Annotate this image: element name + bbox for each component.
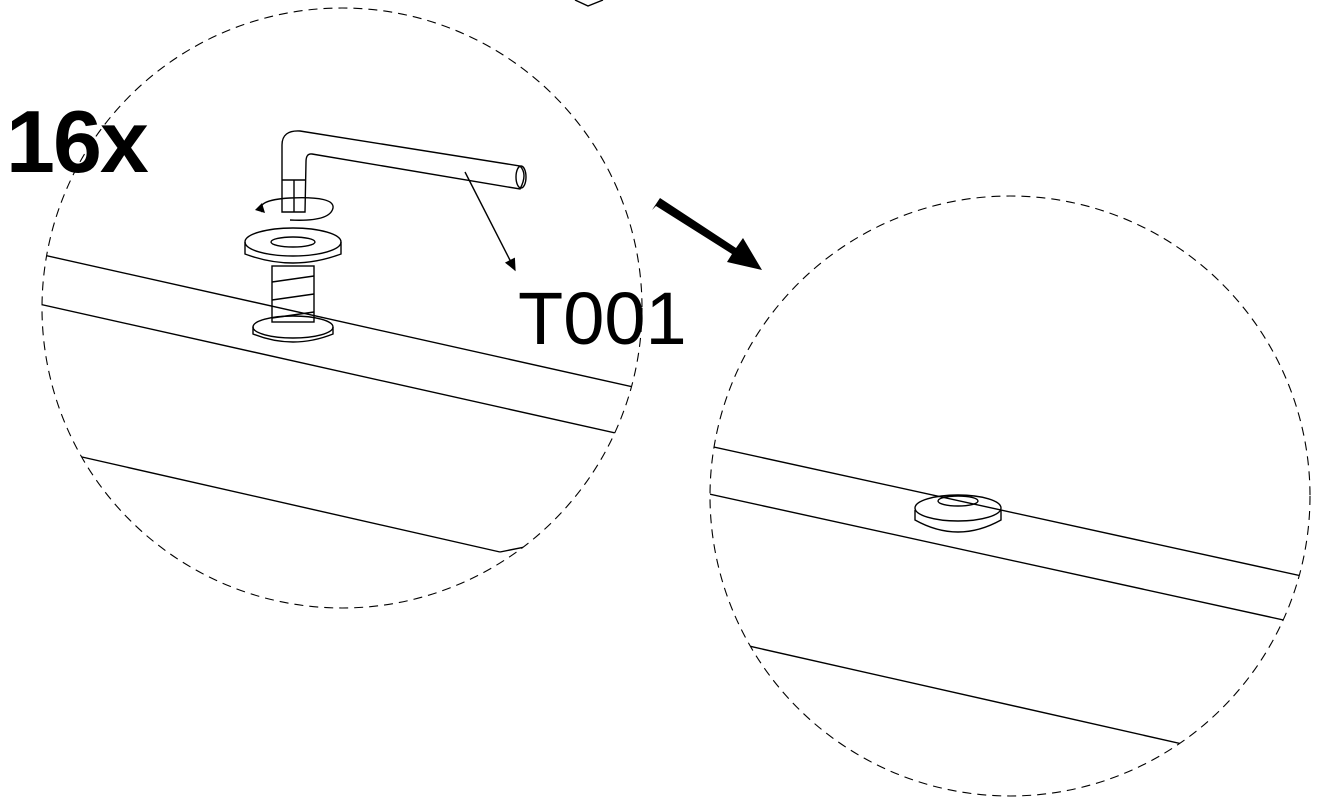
tool-label: T001 [518, 277, 687, 360]
installed-bolt-icon [914, 494, 1002, 533]
quantity-label: 16x [6, 92, 149, 191]
detail-circle-after [709, 195, 1311, 797]
leader-line [464, 171, 516, 272]
detail-circle-before [41, 7, 643, 609]
rotation-arrow-icon [255, 197, 334, 221]
part-fragment [574, 0, 604, 7]
bolt-icon [244, 227, 342, 343]
direction-arrow-icon [652, 198, 762, 270]
hex-key-icon [281, 130, 527, 213]
